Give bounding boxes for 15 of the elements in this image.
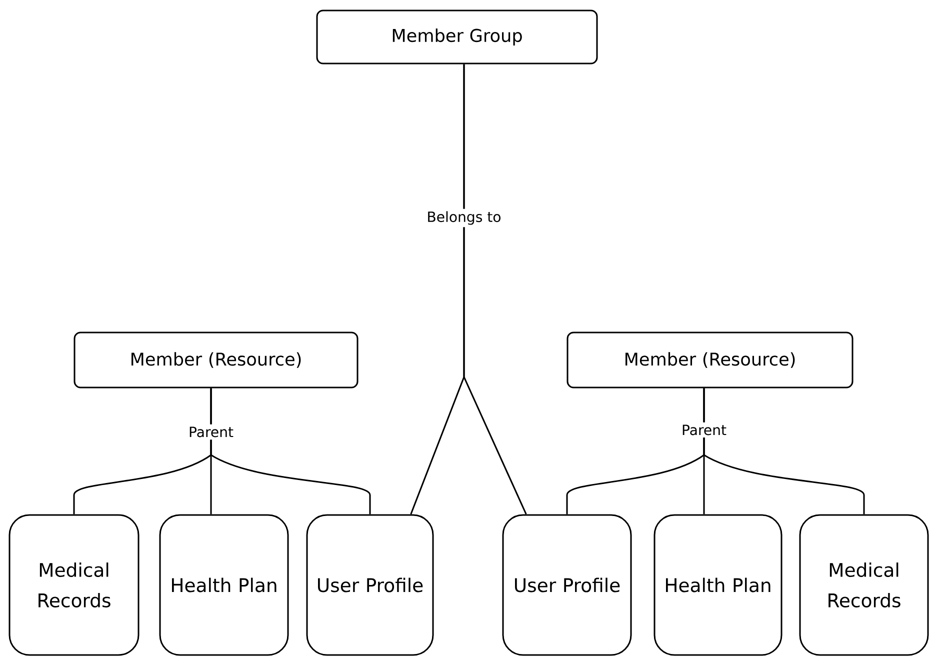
item-box: Health Plan (159, 514, 289, 656)
edge-label: Parent (186, 424, 236, 440)
edge-label: Belongs to (424, 208, 504, 228)
connector-line (703, 388, 865, 514)
item-box: User Profile (306, 514, 434, 656)
item-box: User Profile (502, 514, 632, 656)
item-box: Health Plan (654, 514, 782, 656)
edge-label: Parent (679, 422, 729, 438)
group-box: Member Group (316, 10, 598, 64)
resource-box: Member (Resource) (74, 332, 358, 388)
connector-line (463, 64, 527, 515)
resource-box: Member (Resource) (566, 332, 854, 388)
item-box: Medical Records (8, 514, 140, 656)
item-box: Medical Records (799, 514, 929, 656)
connector-line (210, 388, 371, 514)
